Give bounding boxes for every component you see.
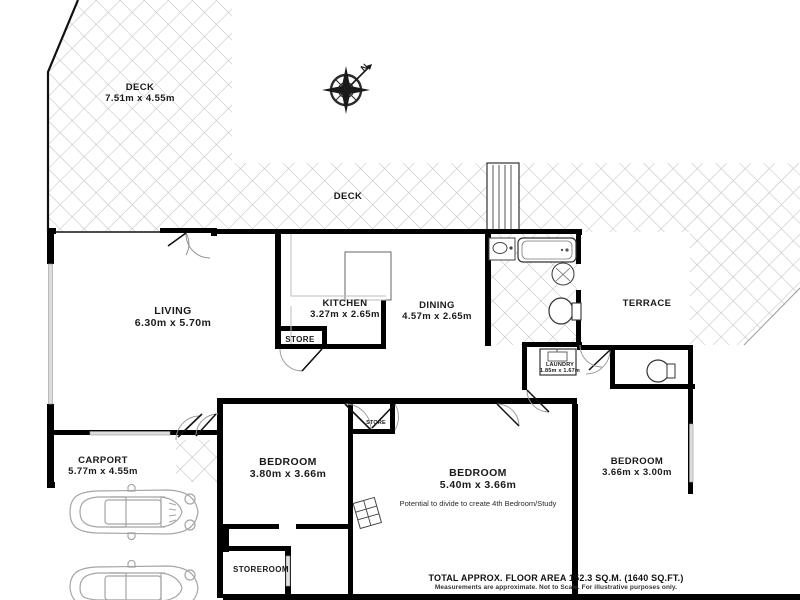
room-name: STOREROOM bbox=[233, 565, 289, 574]
room-name: STORE bbox=[366, 420, 386, 426]
svg-text:N: N bbox=[359, 62, 371, 74]
car-top-view-1 bbox=[69, 483, 199, 541]
divide-note: Potential to divide to create 4th Bedroo… bbox=[399, 499, 557, 508]
room-label-store-hall: STORE bbox=[366, 420, 386, 426]
room-label-kitchen: KITCHEN 3.27m x 2.65m bbox=[310, 298, 380, 320]
carport-hatch-area bbox=[176, 440, 221, 482]
room-dimensions: 3.27m x 2.65m bbox=[310, 309, 380, 321]
fixtures-and-details bbox=[290, 234, 676, 530]
room-name: TERRACE bbox=[622, 298, 672, 309]
room-name: BEDROOM bbox=[259, 456, 317, 468]
room-dimensions: 3.80m x 3.66m bbox=[249, 468, 327, 481]
total-floor-area-text: TOTAL APPROX. FLOOR AREA 152.3 SQ.M. (16… bbox=[428, 573, 684, 583]
room-label-dining: DINING 4.57m x 2.65m bbox=[402, 300, 472, 322]
car-top-view-2 bbox=[69, 559, 199, 600]
room-label-living: LIVING 6.30m x 5.70m bbox=[135, 305, 211, 330]
room-label-bedroom-2: BEDROOM 5.40m x 3.66m bbox=[440, 467, 516, 492]
room-label-laundry: LAUNDRY 1.85m x 1.67m bbox=[540, 362, 580, 375]
room-label-deck-lower: DECK bbox=[334, 191, 363, 202]
room-dimensions: 3.66m x 3.00m bbox=[602, 467, 672, 479]
room-label-storeroom: STOREROOM bbox=[233, 565, 289, 574]
room-name: CARPORT bbox=[78, 455, 128, 466]
room-name: STORE bbox=[285, 335, 315, 344]
room-label-bedroom-3: BEDROOM 3.66m x 3.00m bbox=[602, 456, 672, 478]
deck-outline bbox=[46, 0, 80, 232]
room-label-carport: CARPORT 5.77m x 4.55m bbox=[68, 455, 138, 477]
room-label-terrace: TERRACE bbox=[623, 298, 672, 309]
floor-area-footer: TOTAL APPROX. FLOOR AREA 152.3 SQ.M. (16… bbox=[428, 573, 683, 591]
room-name: DECK bbox=[333, 191, 363, 202]
room-name: BEDROOM bbox=[610, 456, 664, 467]
room-label-bedroom-1: BEDROOM 3.80m x 3.66m bbox=[250, 456, 326, 481]
room-name: KITCHEN bbox=[322, 298, 368, 309]
room-dimensions: 7.51m x 4.55m bbox=[105, 93, 175, 105]
room-dimensions: 5.77m x 4.55m bbox=[68, 466, 138, 478]
terrace-outline bbox=[743, 287, 800, 346]
structural-walls bbox=[47, 228, 800, 600]
room-name: DINING bbox=[419, 300, 455, 311]
room-dimensions: 5.40m x 3.66m bbox=[439, 479, 517, 492]
room-dimensions: 6.30m x 5.70m bbox=[134, 317, 212, 330]
deck-hatch-area bbox=[48, 0, 491, 232]
door-swings bbox=[167, 232, 611, 441]
room-label-deck-main: DECK 7.51m x 4.55m bbox=[105, 82, 175, 104]
room-name: BEDROOM bbox=[449, 467, 507, 479]
disclaimer-text: Measurements are approximate. Not to Sca… bbox=[434, 584, 678, 591]
room-name: LIVING bbox=[154, 305, 192, 317]
room-label-store-kitchen: STORE bbox=[285, 335, 314, 344]
room-dimensions: 4.57m x 2.65m bbox=[402, 311, 472, 323]
room-dimensions: 1.85m x 1.67m bbox=[540, 368, 580, 375]
balustrade-railing bbox=[486, 162, 520, 233]
room-name: DECK bbox=[125, 82, 155, 93]
room-name: LAUNDRY bbox=[545, 362, 575, 368]
car-illustrations bbox=[69, 483, 199, 600]
compass-rose-icon: N bbox=[322, 62, 372, 114]
